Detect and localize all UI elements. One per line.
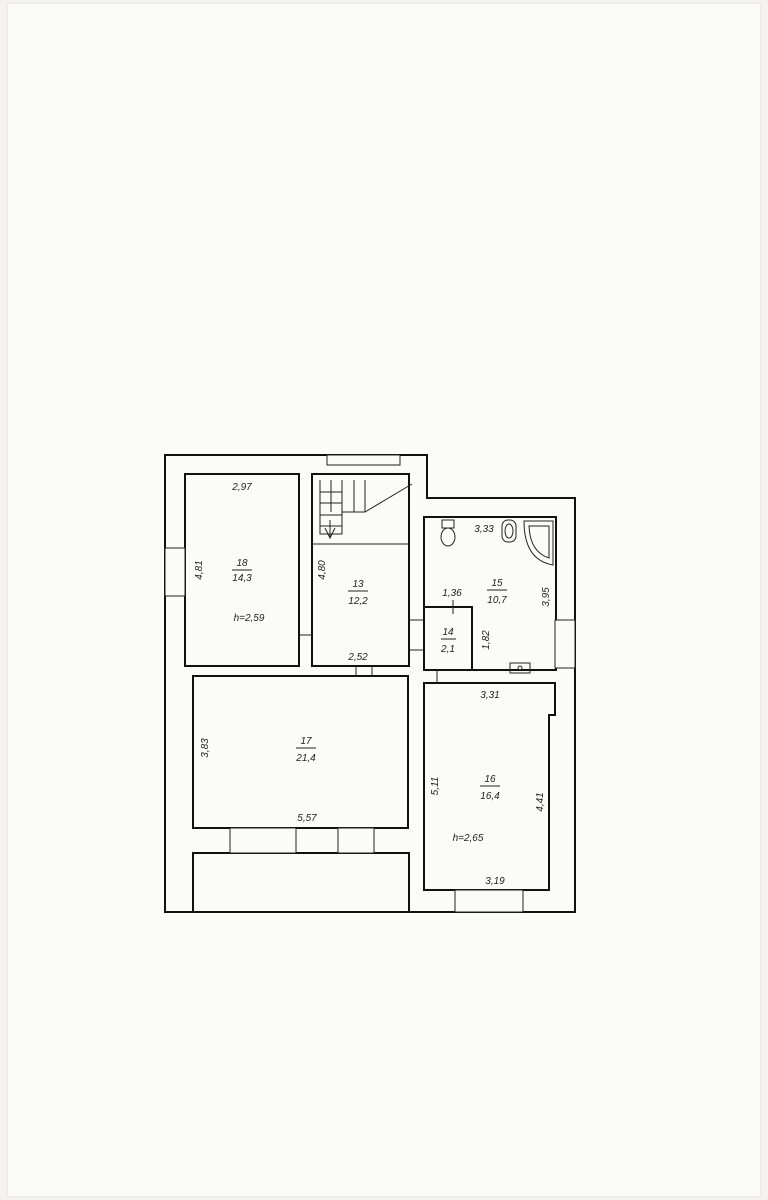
window	[229, 827, 297, 854]
room-number: 15	[491, 578, 503, 589]
terrace-outline	[192, 852, 410, 913]
room-area: 10,7	[487, 595, 507, 606]
staircase	[312, 480, 413, 545]
dim-label: 5,11	[430, 777, 441, 796]
paper-sheet	[8, 4, 760, 1196]
room-number: 14	[442, 627, 454, 638]
dim-label: 4,81	[194, 560, 205, 579]
dim-label: 3,83	[200, 738, 211, 758]
room-area: 16,4	[480, 791, 500, 802]
room-17-outline	[192, 675, 409, 829]
dim-label: 2,97	[231, 482, 252, 493]
room-height: h=2,65	[453, 833, 484, 844]
room-number: 18	[236, 558, 248, 569]
room-number: 13	[352, 579, 364, 590]
dim-label: 3,33	[474, 524, 494, 535]
dim-label: 3,95	[541, 587, 552, 607]
room-area: 12,2	[348, 596, 368, 607]
window	[164, 547, 186, 597]
window	[554, 619, 576, 669]
room-area: 14,3	[232, 573, 252, 584]
window	[454, 889, 524, 913]
dim-label: 4,41	[535, 792, 546, 811]
dim-label: 1,82	[481, 630, 492, 650]
window	[326, 454, 401, 466]
room-area: 2,1	[440, 644, 455, 655]
room-16-outline	[423, 682, 556, 891]
room-number: 16	[484, 774, 496, 785]
window	[337, 827, 375, 854]
bidet-icon	[501, 519, 517, 543]
toilet-icon	[440, 519, 456, 547]
room-13-outline	[311, 473, 410, 667]
sink-icon	[509, 662, 531, 674]
dim-label: 5,57	[297, 813, 317, 824]
bathtub-icon	[523, 520, 554, 566]
dim-label: 3,31	[480, 690, 499, 701]
room-14-outline	[423, 606, 473, 671]
outer-wall	[164, 454, 576, 913]
room-area: 21,4	[295, 753, 316, 764]
room-number: 17	[300, 736, 312, 747]
dim-label: 1,36	[442, 588, 462, 599]
dim-label: 2,52	[347, 652, 368, 663]
dim-label: 4,80	[317, 560, 328, 580]
dim-label: 3,19	[485, 876, 505, 887]
room-height: h=2,59	[234, 613, 265, 624]
room-15-outline	[423, 516, 557, 671]
